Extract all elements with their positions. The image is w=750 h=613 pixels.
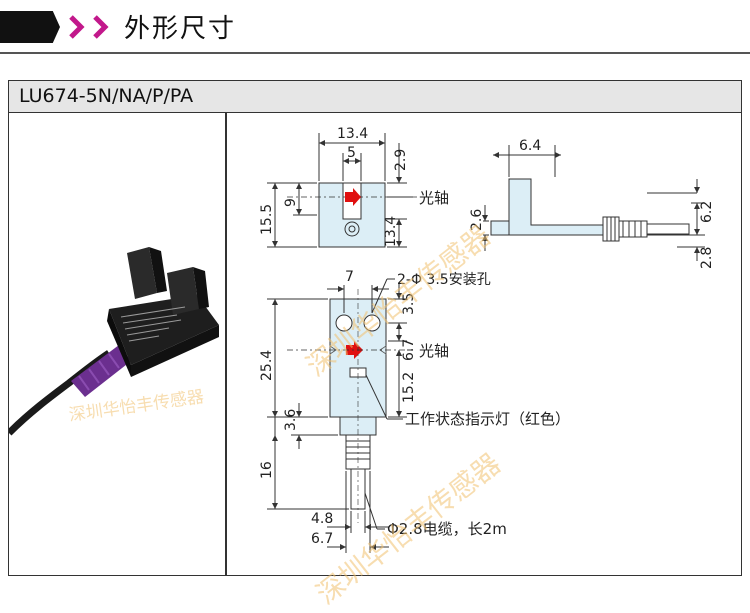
dim-front-152: 15.2	[401, 372, 417, 403]
dim-front-35: 3.5	[401, 293, 417, 315]
dim-slot-width: 5	[347, 145, 356, 161]
optical-axis-label: 光轴	[419, 342, 449, 360]
header-divider	[0, 52, 750, 54]
section-title: 外形尺寸	[124, 14, 237, 44]
dim-side-width: 6.4	[519, 138, 541, 154]
dim-front-67b: 6.7	[311, 531, 333, 547]
dim-side-26: 2.6	[469, 209, 485, 231]
dim-side-28: 2.8	[699, 247, 715, 269]
table-header: LU674-5N/NA/P/PA	[9, 81, 741, 113]
dim-front-48: 4.8	[311, 511, 333, 527]
optical-axis-label: 光轴	[419, 189, 449, 207]
dimension-table: LU674-5N/NA/P/PA	[6, 80, 742, 611]
dim-height-9: 9	[283, 198, 299, 207]
chevron-right-icon	[66, 11, 88, 43]
model-name: LU674-5N/NA/P/PA	[19, 85, 194, 107]
chevron-right-icon	[90, 11, 112, 43]
dim-front-254: 25.4	[259, 350, 275, 381]
mount-holes-label: 2-Φ 3.5安装孔	[397, 272, 491, 288]
dim-top-gap: 2.9	[393, 149, 409, 171]
indicator-label: 工作状态指示灯（红色）	[405, 410, 570, 428]
header-bar	[0, 11, 60, 43]
product-photo: 深圳华怡丰传感器	[6, 113, 225, 575]
cable-label: Φ2.8电缆，长2m	[387, 520, 507, 538]
dim-front-67: 6.7	[401, 339, 417, 361]
dim-side-62: 6.2	[699, 201, 715, 223]
dim-front-16: 16	[259, 461, 275, 479]
dim-front-7: 7	[345, 269, 354, 285]
technical-drawing: 光轴 13.4 5 2.9 15.5 9 13.4	[227, 113, 741, 611]
dim-top-width: 13.4	[337, 126, 368, 142]
column-divider	[225, 113, 227, 575]
dim-height-total: 15.5	[259, 204, 275, 235]
dim-height-134: 13.4	[383, 216, 399, 247]
dim-front-36: 3.6	[283, 409, 299, 431]
